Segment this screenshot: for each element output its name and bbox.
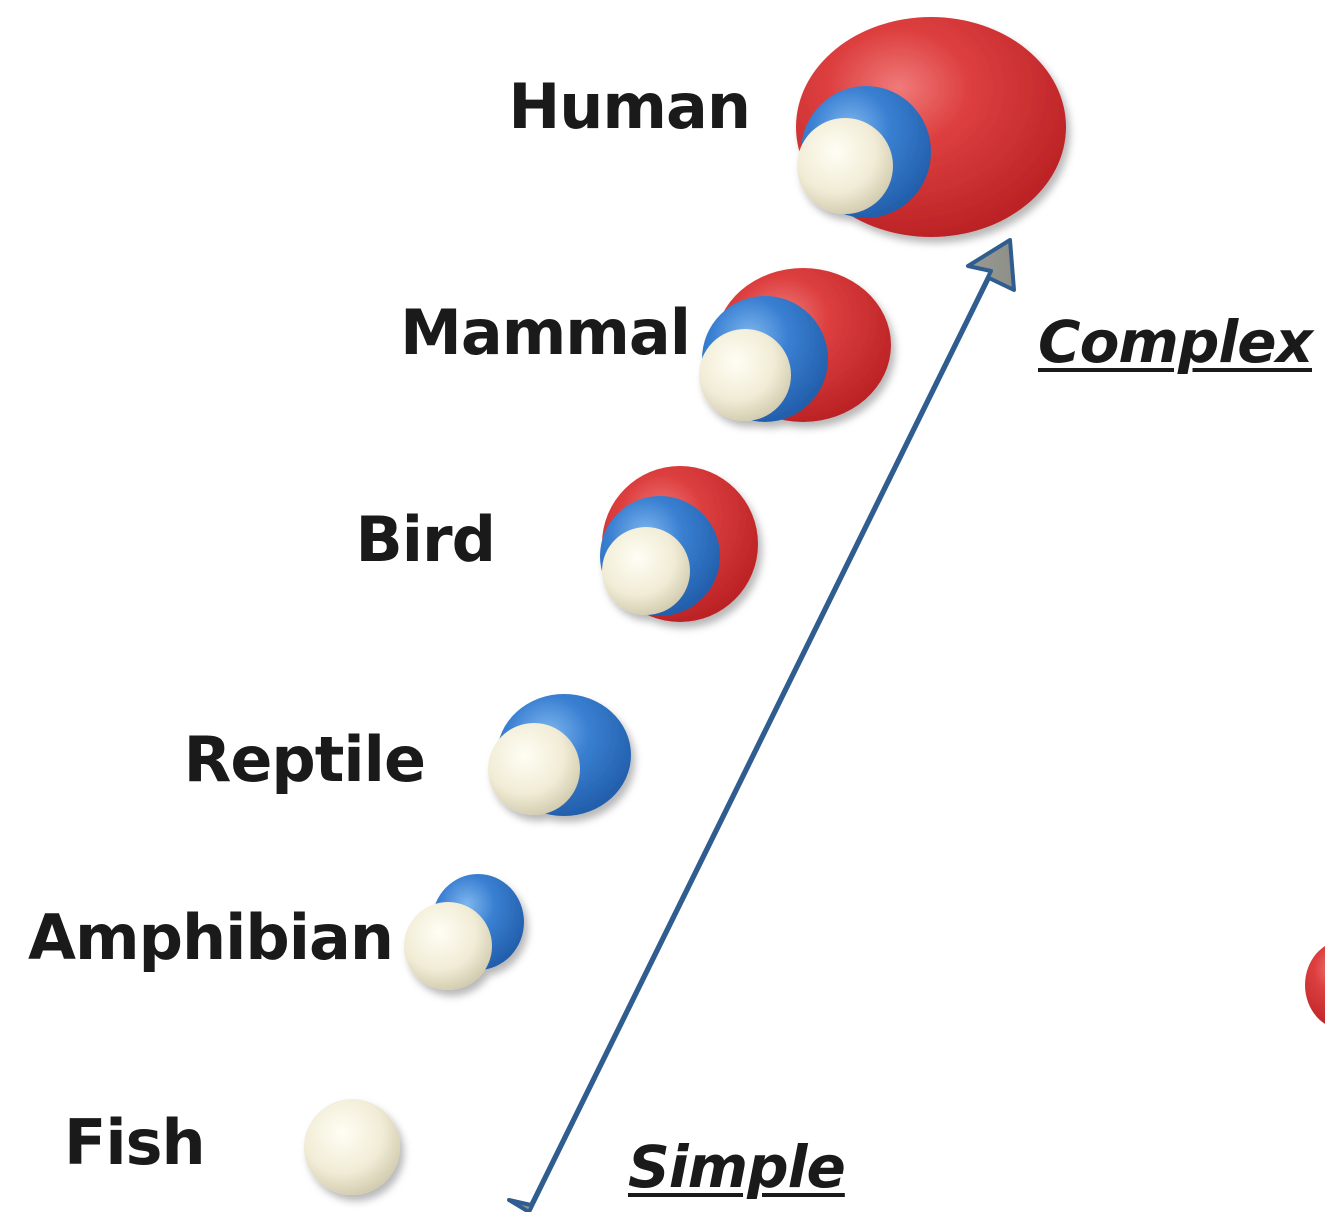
- bird-node: [600, 466, 758, 622]
- complex-axis-label: Complex: [1000, 313, 1312, 371]
- reptile-label: Reptile: [120, 729, 425, 791]
- mammal-node: [699, 268, 891, 422]
- partial-red-shape: [1305, 940, 1325, 1030]
- fish-node: [304, 1099, 400, 1195]
- amphibian-label: Amphibian: [0, 907, 393, 969]
- amphibian-node: [404, 874, 524, 990]
- human-node: [796, 17, 1066, 237]
- bird-label: Bird: [300, 509, 495, 571]
- simple-axis-label: Simple: [628, 1138, 845, 1196]
- fish-label: Fish: [64, 1112, 205, 1174]
- reptile-node: [488, 694, 631, 816]
- human-label: Human: [440, 76, 750, 138]
- mammal-label: Mammal: [340, 302, 690, 364]
